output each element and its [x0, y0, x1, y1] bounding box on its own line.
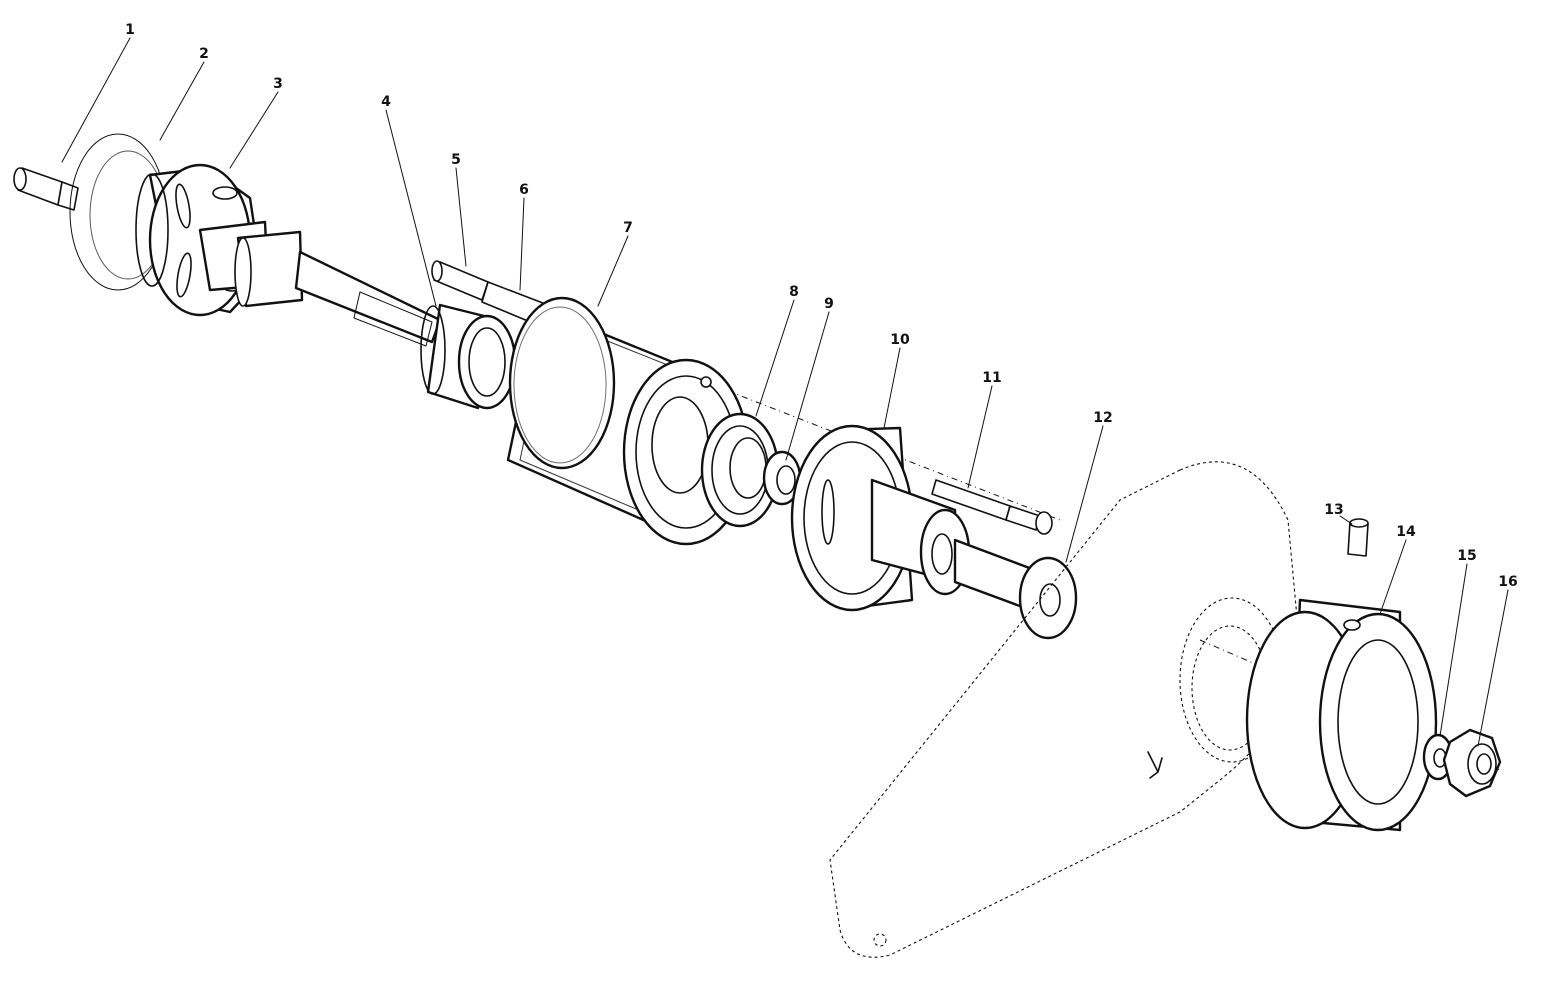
callout-15: 15	[1457, 548, 1476, 564]
callout-6: 6	[519, 182, 529, 198]
leader-lines	[61, 37, 1509, 747]
callout-9: 9	[824, 296, 834, 312]
callout-12: 12	[1093, 410, 1112, 426]
callout-14: 14	[1396, 524, 1416, 540]
callout-16: 16	[1498, 574, 1517, 590]
part-16-hex-nut	[1442, 728, 1502, 798]
part-11-screw	[931, 479, 1053, 535]
part-1-threaded-stud	[13, 167, 79, 211]
part-4-bushing	[420, 303, 517, 410]
part-10-flanged-shaft	[790, 424, 1042, 614]
callout-2: 2	[199, 46, 209, 62]
part-12-spacer	[1018, 556, 1078, 640]
part-8-bearing	[700, 412, 780, 528]
part-14-collar	[1245, 598, 1438, 832]
callout-10: 10	[890, 332, 910, 348]
part-2-wire-brush	[69, 133, 167, 291]
part-13-set-screw	[1347, 518, 1369, 557]
callout-13: 13	[1324, 502, 1343, 518]
part-9-washer	[762, 450, 802, 506]
callout-labels: 1 2 3 4 5 6 7 8 9 10 11 12 13 14 15 16	[125, 22, 1518, 590]
callout-8: 8	[789, 284, 799, 300]
part-7-timing-pulley	[506, 296, 750, 546]
callout-4: 4	[381, 94, 391, 110]
callout-7: 7	[623, 220, 633, 236]
callout-1: 1	[125, 22, 135, 38]
callout-11: 11	[982, 370, 1001, 386]
part-5-pin	[431, 260, 489, 301]
callout-3: 3	[273, 76, 283, 92]
part-3-hub-and-spindle	[135, 163, 442, 347]
callout-5: 5	[451, 152, 461, 168]
